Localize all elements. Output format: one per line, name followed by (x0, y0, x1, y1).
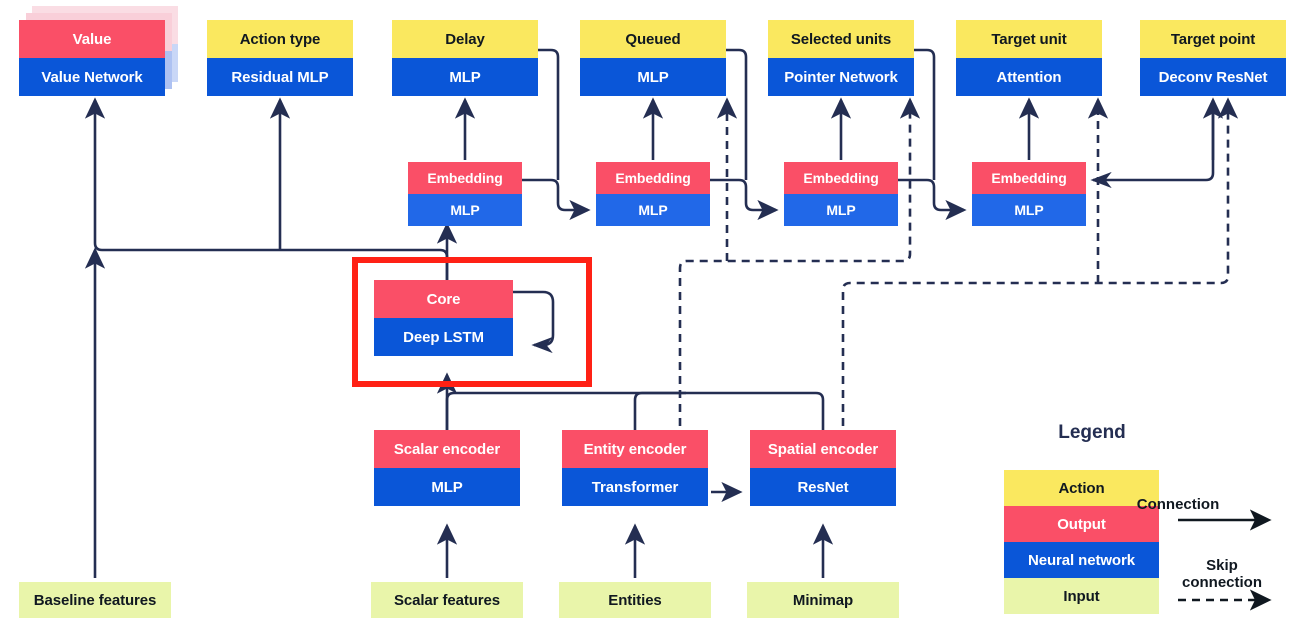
embedding-4-output-label: Embedding (972, 162, 1086, 194)
head-delay[interactable]: Delay MLP (392, 20, 538, 96)
head-action-type[interactable]: Action type Residual MLP (207, 20, 353, 96)
head-target-unit-network-label: Attention (956, 58, 1102, 96)
input-entities[interactable]: Entities (559, 582, 711, 618)
legend-skip-label-line1: Skip (1206, 557, 1238, 574)
head-value[interactable]: Value Value Network (19, 20, 165, 96)
embedding-4[interactable]: Embedding MLP (972, 162, 1086, 226)
encoder-entity[interactable]: Entity encoder Transformer (562, 430, 708, 506)
head-queued-action-label: Queued (580, 20, 726, 58)
embedding-3-output-label: Embedding (784, 162, 898, 194)
head-target-point[interactable]: Target point Deconv ResNet (1140, 20, 1286, 96)
input-scalar-features[interactable]: Scalar features (371, 582, 523, 618)
head-target-point-action-label: Target point (1140, 20, 1286, 58)
legend-connection-label: Connection (1136, 496, 1220, 513)
input-minimap[interactable]: Minimap (747, 582, 899, 618)
head-delay-network-label: MLP (392, 58, 538, 96)
legend-swatch-output: Output (1004, 506, 1159, 542)
head-delay-action-label: Delay (392, 20, 538, 58)
head-selected-units-action-label: Selected units (768, 20, 914, 58)
head-queued-network-label: MLP (580, 58, 726, 96)
embedding-2[interactable]: Embedding MLP (596, 162, 710, 226)
core-highlight-box (352, 257, 592, 387)
encoder-entity-output-label: Entity encoder (562, 430, 708, 468)
head-target-point-network-label: Deconv ResNet (1140, 58, 1286, 96)
encoder-scalar-network-label: MLP (374, 468, 520, 506)
encoder-scalar-output-label: Scalar encoder (374, 430, 520, 468)
core-output-label: Core (374, 280, 513, 318)
embedding-1[interactable]: Embedding MLP (408, 162, 522, 226)
embedding-2-output-label: Embedding (596, 162, 710, 194)
embedding-1-network-label: MLP (408, 194, 522, 226)
legend-title: Legend (1058, 422, 1126, 443)
head-action-type-action-label: Action type (207, 20, 353, 58)
head-queued[interactable]: Queued MLP (580, 20, 726, 96)
encoder-spatial-network-label: ResNet (750, 468, 896, 506)
embedding-3-network-label: MLP (784, 194, 898, 226)
core-network-label: Deep LSTM (374, 318, 513, 356)
head-value-network-label: Value Network (19, 58, 165, 96)
embedding-1-output-label: Embedding (408, 162, 522, 194)
embedding-4-network-label: MLP (972, 194, 1086, 226)
legend-skip-label-line2: connection (1181, 574, 1263, 591)
encoder-spatial-output-label: Spatial encoder (750, 430, 896, 468)
head-selected-units[interactable]: Selected units Pointer Network (768, 20, 914, 96)
head-selected-units-network-label: Pointer Network (768, 58, 914, 96)
head-value-output-label: Value (19, 20, 165, 58)
core[interactable]: Core Deep LSTM (374, 280, 513, 356)
head-action-type-network-label: Residual MLP (207, 58, 353, 96)
head-target-unit-action-label: Target unit (956, 20, 1102, 58)
head-target-unit[interactable]: Target unit Attention (956, 20, 1102, 96)
input-baseline-features[interactable]: Baseline features (19, 582, 171, 618)
legend-swatch-neural-network: Neural network (1004, 542, 1159, 578)
legend-swatch-action: Action (1004, 470, 1159, 506)
legend-swatches: Action Output Neural network Input (1004, 470, 1159, 614)
encoder-spatial[interactable]: Spatial encoder ResNet (750, 430, 896, 506)
legend-swatch-input: Input (1004, 578, 1159, 614)
embedding-3[interactable]: Embedding MLP (784, 162, 898, 226)
embedding-2-network-label: MLP (596, 194, 710, 226)
encoder-scalar[interactable]: Scalar encoder MLP (374, 430, 520, 506)
encoder-entity-network-label: Transformer (562, 468, 708, 506)
